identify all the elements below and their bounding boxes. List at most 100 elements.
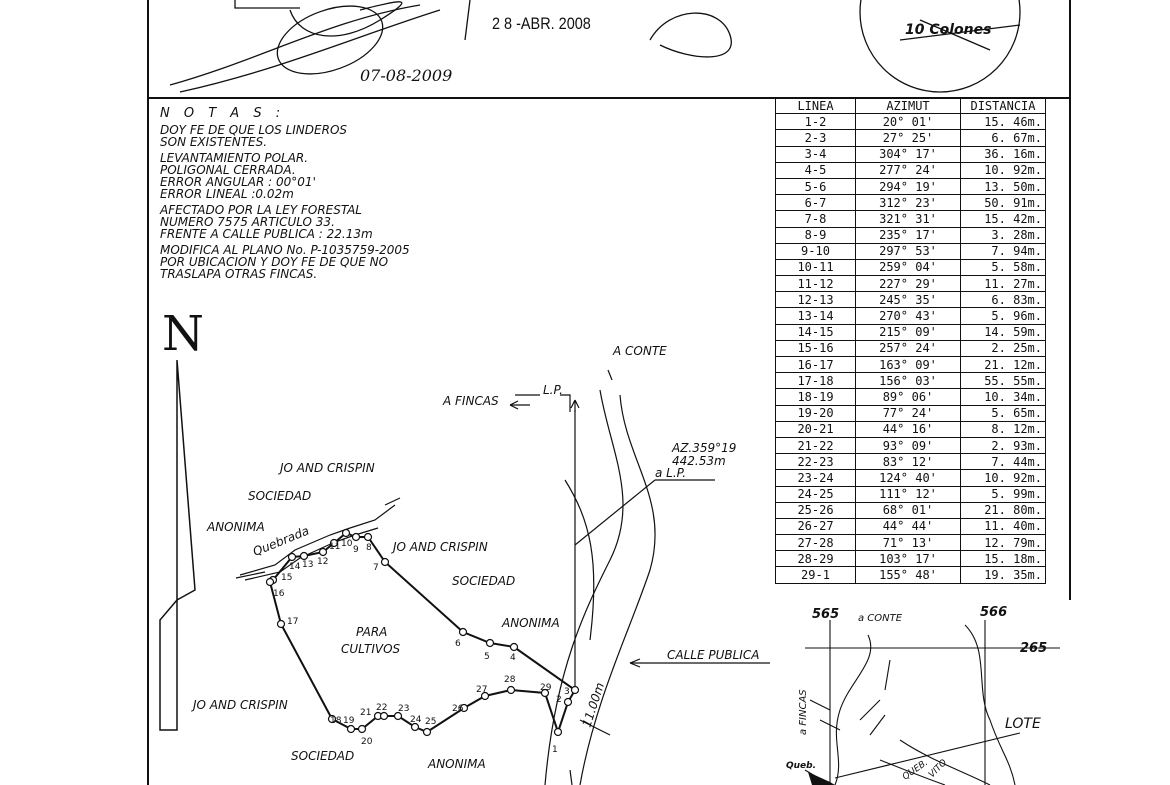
vertex-marker — [570, 685, 580, 695]
label-owner-2c: ANONIMA — [501, 616, 560, 630]
cell-distancia: 15. 46m. — [960, 113, 1046, 131]
vertex-marker — [458, 627, 468, 637]
label-owner-1b: SOCIEDAD — [248, 489, 311, 503]
north-label: N — [162, 306, 204, 362]
cell-distancia: 12. 79m. — [960, 534, 1046, 552]
stamp-date: 2 8 -ABR. 2008 — [492, 14, 591, 33]
vertex-label: 14 — [289, 562, 301, 572]
cell-azimut: 44° 16' — [855, 420, 961, 438]
vertex-marker — [422, 727, 432, 737]
col-header-azimut: AZIMUT — [855, 96, 961, 115]
vertex-label: 26 — [452, 704, 464, 714]
notes-section: N O T A S : DOY FE DE QUE LOS LINDEROS S… — [160, 106, 480, 284]
vertex-marker — [380, 557, 390, 567]
vertex-marker — [540, 688, 550, 698]
header-divider — [147, 97, 1070, 99]
vertex-marker — [509, 642, 519, 652]
notes-heading: N O T A S : — [160, 106, 286, 121]
cell-azimut: 124° 40' — [855, 469, 961, 487]
label-calle-publica: CALLE PUBLICA — [667, 648, 759, 662]
cell-linea: 17-18 — [775, 372, 856, 390]
cell-linea: 10-11 — [775, 258, 856, 277]
label-owner-3c: ANONIMA — [427, 757, 486, 771]
vertex-marker — [459, 703, 469, 713]
seal-text: 10 Colones — [905, 22, 992, 38]
vertex-label: 2 — [556, 695, 562, 705]
cell-azimut: 103° 17' — [855, 550, 961, 568]
vertex-marker — [563, 697, 573, 707]
loc-coord-y: 265 — [1020, 641, 1047, 656]
vertex-label: 12 — [317, 557, 328, 567]
cell-distancia: 6. 67m. — [960, 129, 1046, 147]
loc-lote-marker — [808, 772, 835, 785]
vertex-marker — [265, 577, 275, 587]
boundary-line — [268, 531, 577, 736]
vertex-marker — [393, 711, 403, 721]
vertex-label: 10 — [341, 539, 353, 549]
vertex-label: 6 — [455, 639, 461, 649]
cell-azimut: 20° 01' — [855, 113, 961, 131]
vertex-label: 28 — [504, 675, 516, 685]
arrow-lines — [235, 369, 770, 785]
label-a-lp: a L.P. — [655, 466, 686, 480]
vertex-marker — [287, 552, 297, 562]
cell-distancia: 10. 92m. — [960, 161, 1046, 179]
label-azimuth: AZ.359°19 — [671, 441, 736, 455]
vertex-marker — [363, 532, 373, 542]
vertex-marker — [329, 538, 339, 548]
note-line: SON EXISTENTES. — [160, 135, 268, 149]
vertex-marker — [553, 727, 563, 737]
vertex-marker — [276, 619, 286, 629]
cell-distancia: 2. 93m. — [960, 436, 1046, 455]
cell-distancia: 7. 94m. — [960, 242, 1046, 260]
cell-distancia: 6. 83m. — [960, 291, 1046, 309]
cell-linea: 15-16 — [775, 339, 856, 358]
cell-azimut: 245° 35' — [855, 291, 961, 309]
note-line: NUMERO 7575 ARTICULO 33. — [160, 215, 335, 229]
vertex-marker — [410, 722, 420, 732]
vertex-label: 25 — [425, 717, 436, 727]
note-line: FRENTE A CALLE PUBLICA : 22.13m — [160, 227, 373, 241]
loc-coord-x2: 566 — [980, 605, 1007, 620]
label-para: PARA — [356, 625, 387, 639]
note-line: ERROR LINEAL :0.02m — [160, 187, 294, 201]
cell-distancia: 2. 25m. — [960, 339, 1046, 358]
vertex-label: 7 — [373, 563, 379, 573]
label-cultivos: CULTIVOS — [341, 642, 401, 656]
loc-label-lote: LOTE — [1005, 716, 1041, 732]
label-owner-1c: ANONIMA — [206, 520, 265, 534]
cell-distancia: 5. 58m. — [960, 258, 1046, 277]
vertex-label: 19 — [343, 716, 355, 726]
col-header-linea: LINEA — [775, 96, 856, 115]
note-line: AFECTADO POR LA LEY FORESTAL — [160, 203, 362, 217]
cell-azimut: 77° 24' — [855, 404, 961, 422]
cell-distancia: 55. 55m. — [960, 372, 1046, 390]
loc-coord-x1: 565 — [812, 607, 839, 622]
cell-distancia: 5. 96m. — [960, 307, 1046, 325]
label-owner-3b: SOCIEDAD — [291, 749, 354, 763]
vertex-label: 22 — [376, 703, 387, 713]
note-line: LEVANTAMIENTO POLAR. — [160, 151, 309, 165]
vertex-marker — [327, 714, 337, 724]
cell-distancia: 14. 59m. — [960, 323, 1046, 341]
cell-linea: 3-4 — [775, 145, 856, 163]
cell-azimut: 156° 03' — [855, 372, 961, 390]
cell-linea: 29-1 — [775, 566, 856, 584]
vertex-label: 15 — [281, 573, 292, 583]
note-line: TRASLAPA OTRAS FINCAS. — [160, 267, 318, 281]
handwritten-date: 07-08-2009 — [360, 66, 453, 85]
note-line: POLIGONAL CERRADA. — [160, 163, 296, 177]
loc-label-queb: Queb. — [786, 761, 816, 771]
